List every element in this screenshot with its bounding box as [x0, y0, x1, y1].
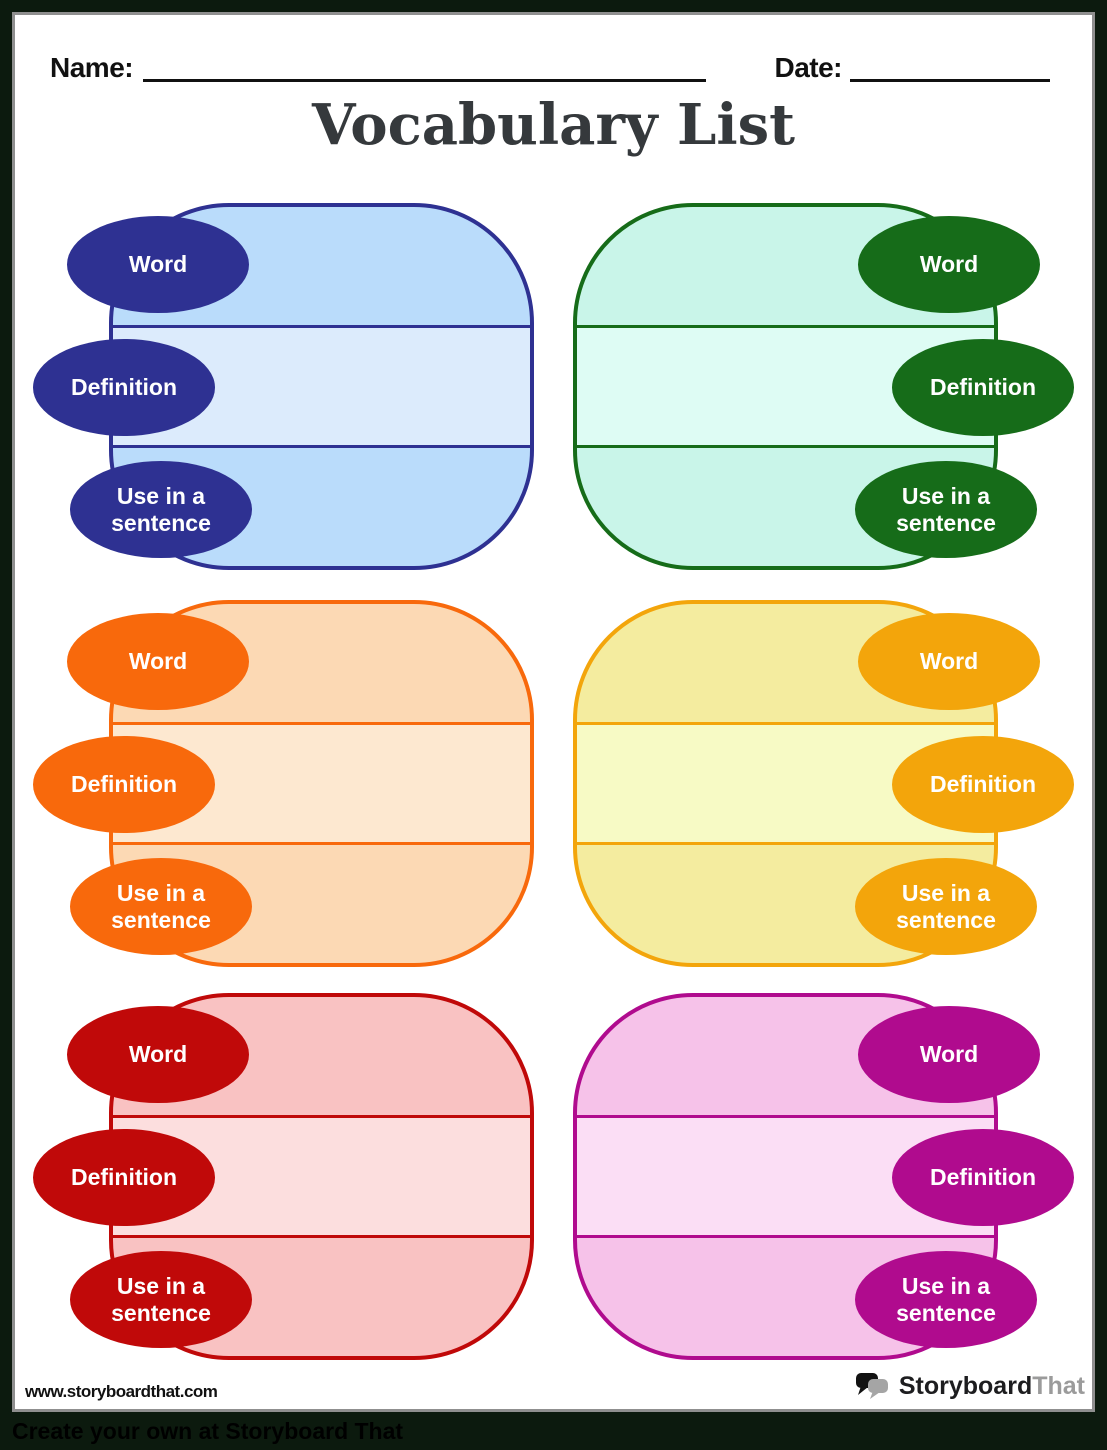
definition-oval: Definition [33, 736, 215, 833]
name-fill-line[interactable] [143, 53, 707, 82]
sentence-oval: Use in a sentence [855, 461, 1037, 558]
definition-oval-label: Definition [70, 771, 178, 798]
sentence-oval: Use in a sentence [70, 461, 252, 558]
vocab-card-magenta: Word Definition Use in a sentence [573, 993, 1074, 1360]
sentence-oval: Use in a sentence [70, 1251, 252, 1348]
storyboardthat-logo: StoryboardThat [853, 1370, 1085, 1402]
vocab-card-blue: Word Definition Use in a sentence [33, 203, 534, 570]
definition-oval-label: Definition [929, 374, 1037, 401]
word-oval-label: Word [919, 251, 979, 278]
logo-wordmark: StoryboardThat [899, 1372, 1085, 1401]
word-oval: Word [67, 216, 249, 313]
sentence-oval: Use in a sentence [70, 858, 252, 955]
definition-oval: Definition [892, 1129, 1074, 1226]
definition-oval: Definition [892, 339, 1074, 436]
site-url: www.storyboardthat.com [25, 1382, 218, 1401]
logo-text-that: That [1032, 1371, 1085, 1400]
logo-text-storyboard: Storyboard [898, 1371, 1033, 1400]
vocab-card-red: Word Definition Use in a sentence [33, 993, 534, 1360]
word-oval-label: Word [919, 1041, 979, 1068]
word-oval: Word [858, 216, 1040, 313]
sentence-oval-label: Use in a sentence [111, 1273, 211, 1326]
sentence-oval-label: Use in a sentence [111, 880, 211, 933]
definition-oval-label: Definition [70, 1164, 178, 1191]
definition-oval: Definition [892, 736, 1074, 833]
definition-oval-label: Definition [929, 1164, 1037, 1191]
sentence-oval: Use in a sentence [855, 1251, 1037, 1348]
name-label: Name: [50, 52, 134, 83]
vocab-card-green: Word Definition Use in a sentence [573, 203, 1074, 570]
date-fill-line[interactable] [850, 53, 1050, 82]
banner-text: Create your own at Storyboard That [12, 1417, 404, 1444]
bottom-banner: Create your own at Storyboard That [0, 1412, 1107, 1450]
vocab-card-orange: Word Definition Use in a sentence [33, 600, 534, 967]
sentence-oval: Use in a sentence [855, 858, 1037, 955]
name-date-row: Name: Date: [50, 46, 1050, 82]
definition-oval: Definition [33, 1129, 215, 1226]
word-oval-label: Word [919, 648, 979, 675]
word-oval: Word [67, 1006, 249, 1103]
word-oval: Word [858, 613, 1040, 710]
page-title: Vocabulary List [311, 92, 796, 158]
word-oval-label: Word [128, 648, 188, 675]
sentence-oval-label: Use in a sentence [896, 1273, 996, 1326]
sentence-oval-label: Use in a sentence [111, 483, 211, 536]
word-oval-label: Word [128, 1041, 188, 1068]
sentence-oval-label: Use in a sentence [896, 483, 996, 536]
word-oval: Word [858, 1006, 1040, 1103]
word-oval: Word [67, 613, 249, 710]
word-oval-label: Word [128, 251, 188, 278]
speech-bubbles-icon [853, 1370, 893, 1402]
vocab-card-yellow: Word Definition Use in a sentence [573, 600, 1074, 967]
definition-oval-label: Definition [929, 771, 1037, 798]
definition-oval-label: Definition [70, 374, 178, 401]
sentence-oval-label: Use in a sentence [896, 880, 996, 933]
date-label: Date: [774, 52, 842, 83]
definition-oval: Definition [33, 339, 215, 436]
